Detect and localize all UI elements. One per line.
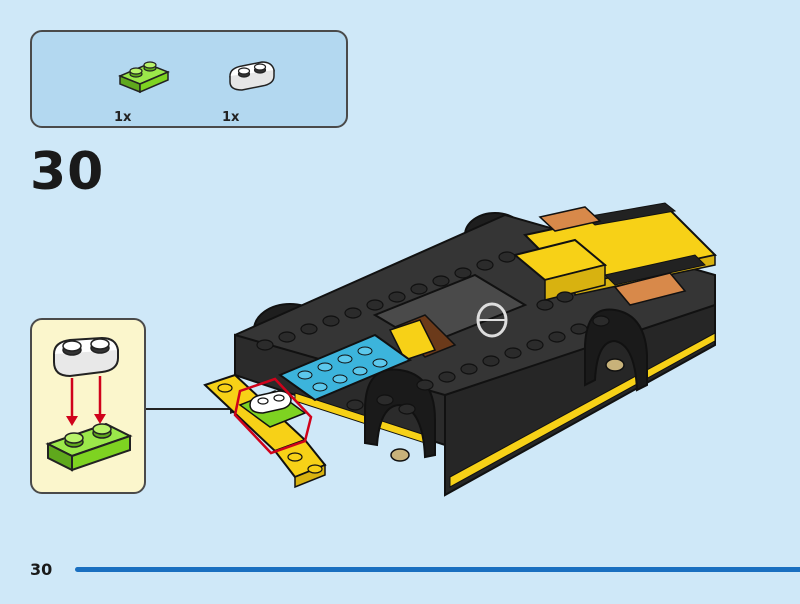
subassembly-diagram xyxy=(45,336,133,472)
part-white-plate: 1x xyxy=(222,50,292,125)
page-progress-bar xyxy=(75,567,800,572)
parts-list-box: 1x 1x xyxy=(30,30,348,128)
step-number: 30 xyxy=(30,142,105,202)
subassembly-callout xyxy=(30,318,146,494)
part-green-plate: 1x xyxy=(114,50,184,125)
part-qty: 1x xyxy=(222,110,240,125)
car-model-illustration xyxy=(203,202,718,497)
white-plate-icon xyxy=(229,61,275,91)
part-qty: 1x xyxy=(114,110,132,125)
green-plate-icon xyxy=(118,61,170,94)
page-number: 30 xyxy=(30,560,53,579)
